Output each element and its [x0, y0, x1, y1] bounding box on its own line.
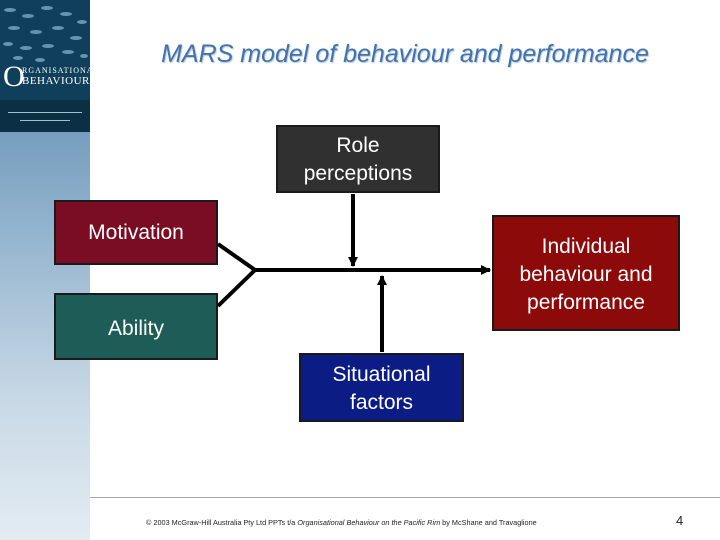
fish-school-icon	[0, 0, 90, 132]
motivation-box: Motivation	[54, 200, 218, 265]
footer-prefix: © 2003 McGraw-Hill Australia Pty Ltd PPT…	[146, 518, 298, 527]
ability-label: Ability	[107, 317, 165, 340]
footer-book-title: Organisational Behaviour on the Pacific …	[297, 518, 441, 527]
situational-line-1: Situational	[332, 363, 431, 386]
individual-line-3: performance	[527, 291, 645, 314]
situational-factors-box: Situational factors	[299, 353, 464, 422]
motivation-ability-junction	[216, 242, 259, 308]
role-line-2: perceptions	[303, 162, 413, 185]
copyright-footer: © 2003 McGraw-Hill Australia Pty Ltd PPT…	[146, 518, 537, 527]
footer-suffix: by McShane and Travaglione	[440, 518, 537, 527]
individual-line-2: behaviour and	[519, 263, 653, 286]
role-line-1: Role	[336, 134, 380, 157]
motivation-label: Motivation	[88, 221, 184, 244]
individual-line-1: Individual	[541, 235, 631, 258]
slide-title: MARS model of behaviour and performance	[161, 40, 649, 68]
ability-box: Ability	[54, 293, 218, 360]
footer-divider	[90, 497, 720, 498]
role-perceptions-box: Role perceptions	[276, 125, 440, 193]
logo-letter: O	[3, 60, 25, 93]
logo-word-1: RGANISATIONAL	[22, 66, 90, 75]
logo-word-2: BEHAVIOUR	[22, 75, 90, 87]
situational-line-2: factors	[349, 391, 414, 414]
page-number: 4	[676, 513, 684, 528]
individual-behaviour-box: Individual behaviour and performance	[492, 215, 680, 331]
book-cover-logo: O RGANISATIONAL BEHAVIOUR	[0, 0, 90, 132]
